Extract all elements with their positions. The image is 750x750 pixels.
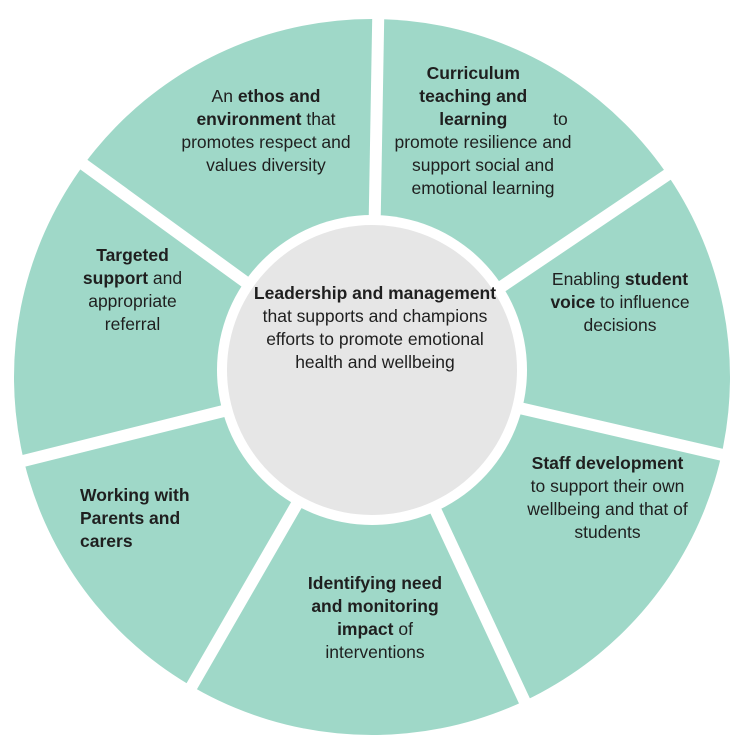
segment-divider	[73, 154, 263, 297]
center-leadership-bold: Leadership and management	[253, 283, 497, 303]
segment-identifying-need: Identifying need and monitoring impact o…	[290, 572, 460, 664]
segment-divider	[484, 164, 678, 301]
segment-identifying-need-rest: of interventions	[325, 619, 425, 663]
segment-divider	[16, 402, 238, 469]
center-leadership: Leadership and management that supports …	[253, 282, 497, 374]
segment-staff-development-rest: to support their own wellbeing and that …	[527, 476, 688, 543]
segment-curriculum: Curriculum teaching and learning to prom…	[378, 62, 588, 201]
segment-divider	[184, 492, 308, 694]
segment-curriculum-bold: Curriculum teaching and learning	[419, 63, 528, 130]
segment-staff-development: Staff development to support their own w…	[525, 452, 690, 544]
segment-student-voice: Enabling student voice to influence deci…	[540, 268, 700, 337]
segment-targeted-support-bold: Targeted support	[82, 245, 169, 289]
segment-targeted-support-rest: and appropriate referral	[88, 268, 183, 335]
segment-divider	[425, 498, 532, 708]
segment-ethos-rest: that promotes respect and values diversi…	[181, 109, 351, 176]
segment-divider	[368, 8, 385, 235]
segment-student-voice-pre: Enabling	[551, 269, 625, 289]
segment-staff-development-bold: Staff development	[531, 453, 684, 473]
segment-ethos-pre: An	[211, 86, 238, 106]
segment-parents: Working with Parents and carers	[80, 484, 230, 553]
segment-student-voice-rest: to influence decisions	[583, 292, 690, 336]
center-leadership-rest: that supports and champions efforts to p…	[262, 306, 488, 373]
segment-identifying-need-bold: Identifying need and monitoring impact	[307, 573, 443, 640]
segment-divider	[507, 399, 729, 462]
segment-targeted-support: Targeted support and appropriate referra…	[65, 244, 200, 336]
segment-student-voice-bold: student voice	[550, 269, 689, 313]
segment-ethos-bold: ethos and environment	[196, 86, 321, 130]
center-circle-fill	[227, 225, 517, 515]
segment-parents-bold: Working with Parents and carers	[80, 485, 190, 552]
segment-dividers	[16, 8, 729, 708]
segment-ethos: An ethos and environment that promotes r…	[168, 85, 364, 177]
segment-curriculum-rest: to promote resilience and support social…	[394, 109, 572, 199]
